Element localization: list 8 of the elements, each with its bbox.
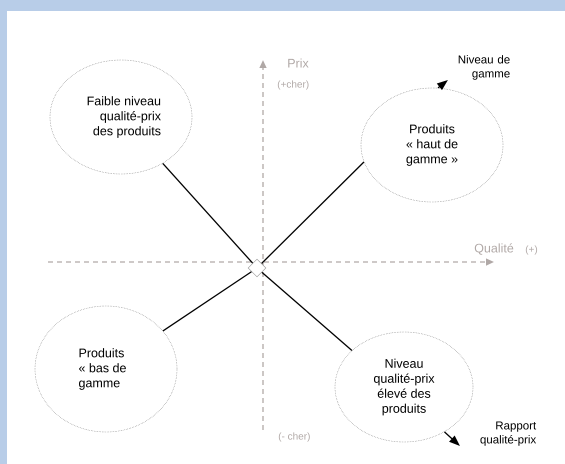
axis-label: (+)	[526, 245, 538, 255]
axis-label: Prix	[288, 58, 309, 68]
axis-label: Rapport qualité-prix	[480, 422, 536, 446]
axis-label: Qualité	[474, 243, 514, 255]
axis-label: Niveau de gamme	[458, 55, 510, 80]
axis-label: (+cher)	[278, 80, 309, 90]
diamond	[248, 258, 266, 278]
axis-label: (- cher)	[278, 432, 310, 442]
